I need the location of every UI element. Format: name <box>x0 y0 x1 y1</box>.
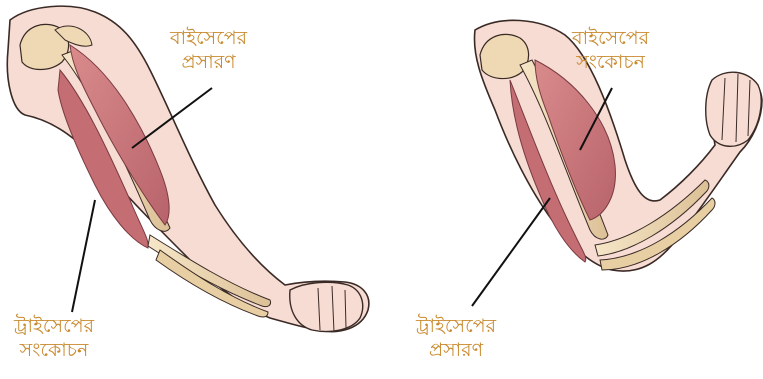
right-triceps-pointer <box>472 198 550 306</box>
right-shoulder-bone <box>480 34 529 78</box>
right-triceps-label-line2: প্রসারণ <box>416 338 496 362</box>
left-biceps-label-line1: বাইসেপের <box>170 26 247 50</box>
left-biceps-label: বাইসেপের প্রসারণ <box>170 26 247 74</box>
right-triceps-label-line1: ট্রাইসেপের <box>416 314 496 338</box>
right-triceps-label: ট্রাইসেপের প্রসারণ <box>416 314 496 362</box>
left-triceps-label-line2: সংকোচন <box>14 338 94 362</box>
left-biceps-label-line2: প্রসারণ <box>170 50 247 74</box>
left-triceps-pointer <box>72 200 95 312</box>
left-fist <box>290 282 363 331</box>
right-biceps-label-line2: সংকোচন <box>572 50 649 74</box>
right-biceps-label: বাইসেপের সংকোচন <box>572 26 649 74</box>
left-triceps-label: ট্রাইসেপের সংকোচন <box>14 314 94 362</box>
left-triceps-label-line1: ট্রাইসেপের <box>14 314 94 338</box>
right-biceps-label-line1: বাইসেপের <box>572 26 649 50</box>
